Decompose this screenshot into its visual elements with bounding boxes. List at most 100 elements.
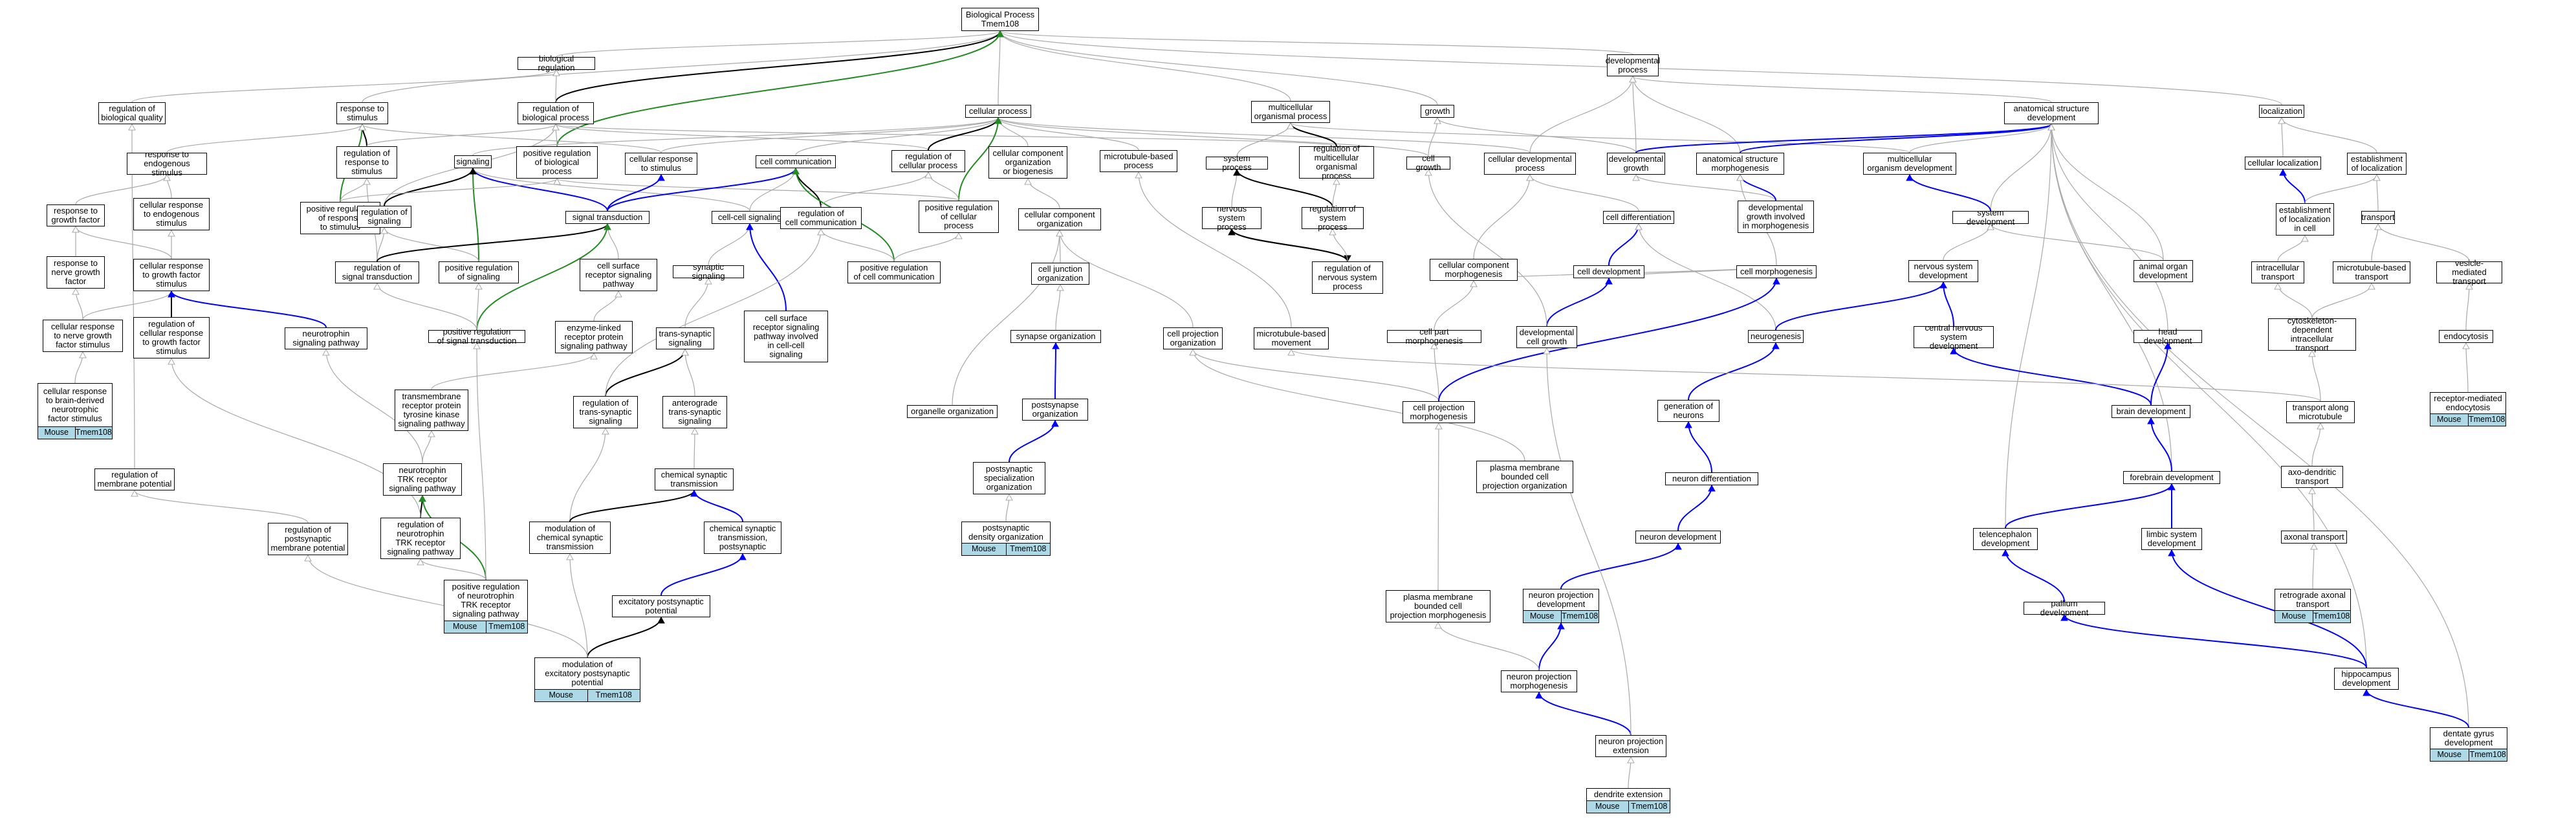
term-transport[interactable]: transport xyxy=(2361,211,2395,224)
term-cell-cell-signaling[interactable]: cell-cell signaling xyxy=(712,211,788,224)
term-cell-part-morphogenesis[interactable]: cell part morphogenesis xyxy=(1387,327,1481,346)
term-organelle-organization[interactable]: organelle organization xyxy=(907,405,998,418)
term-cell-growth[interactable]: cell growth xyxy=(1406,154,1450,172)
term-localization[interactable]: localization xyxy=(2259,105,2304,118)
term-cell-differentiation[interactable]: cell differentiation xyxy=(1603,211,1674,224)
term-brain-development[interactable]: brain development xyxy=(2112,405,2190,418)
term-axonal-transport[interactable]: axonal transport xyxy=(2281,531,2347,544)
term-growth[interactable]: growth xyxy=(1421,105,1454,118)
term-neuron-differentiation[interactable]: neuron differentiation xyxy=(1665,472,1758,485)
term-system-development[interactable]: system development xyxy=(1952,208,2029,226)
term-cell-morphogenesis[interactable]: cell morphogenesis xyxy=(1736,265,1817,278)
term-system-process[interactable]: system process xyxy=(1206,154,1268,172)
term-synapse-organization[interactable]: synapse organization xyxy=(1010,330,1101,343)
term-signal-transduction[interactable]: signal transduction xyxy=(565,211,649,224)
term-synaptic-signaling[interactable]: synaptic signaling xyxy=(673,263,744,281)
term-pallium-development[interactable]: pallium development xyxy=(2024,599,2105,617)
term-cell-development[interactable]: cell development xyxy=(1573,265,1644,278)
term-head-development[interactable]: head development xyxy=(2134,327,2202,346)
term-biological-regulation[interactable]: biological regulation xyxy=(518,54,595,72)
term-endocytosis[interactable]: endocytosis xyxy=(2439,330,2493,343)
term-signaling[interactable]: signaling xyxy=(454,155,492,168)
term-dendrite-extension[interactable]: dendrite extension xyxy=(1586,788,1670,801)
term-cellular-localization[interactable]: cellular localization xyxy=(2245,157,2321,170)
term-cellular-process[interactable]: cellular process xyxy=(965,105,1031,118)
